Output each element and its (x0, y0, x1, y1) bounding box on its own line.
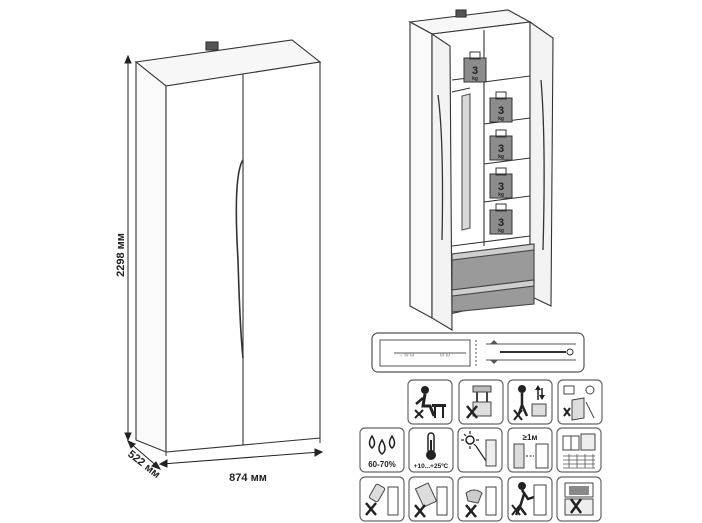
width-dimension-line (158, 448, 324, 468)
depth-dimension-line (127, 440, 162, 470)
width-label: 874 мм (229, 472, 267, 484)
svg-text:⊡ ⊡: ⊡ ⊡ (440, 352, 450, 358)
room-icon (556, 427, 602, 473)
load-badge: 3 kg (489, 129, 513, 161)
two-person-no-climb-icon (458, 379, 504, 425)
load-value: 3 (498, 217, 504, 229)
height-dimension-line (124, 54, 132, 442)
load-badge: 3 kg (489, 167, 513, 199)
wall-mount-icon (557, 379, 603, 425)
load-badge: 3 kg (463, 51, 487, 83)
no-loose-doors-icon (408, 476, 454, 522)
feet (165, 438, 321, 456)
drawer-slide-panel: → ⊡ ⊡ ⊡ ⊡ (371, 332, 585, 373)
person-on-chair-icon (407, 379, 453, 425)
load-unit: kg (498, 154, 504, 160)
humidity-icon: 60-70% (359, 427, 405, 473)
load-value: 3 (498, 181, 504, 193)
temperature-icon: +10...+25ºC (408, 427, 454, 473)
temperature-label: +10...+25ºC (414, 463, 449, 470)
load-unit: kg (498, 116, 504, 122)
load-unit: kg (498, 228, 504, 234)
svg-text:→ ⊡ ⊡: → ⊡ ⊡ (398, 352, 414, 358)
no-wet-cloth-icon (457, 476, 503, 522)
load-unit: kg (498, 192, 504, 198)
load-badge: 3 kg (489, 91, 513, 123)
distance-label: ≥1м (523, 433, 538, 442)
height-label: 2298 мм (115, 233, 127, 277)
load-value: 3 (472, 65, 478, 77)
load-unit: kg (472, 76, 478, 82)
lift-with-care-icon (507, 379, 553, 425)
load-badge: 3 kg (489, 203, 513, 235)
humidity-label: 60-70% (368, 460, 396, 469)
load-value: 3 (498, 105, 504, 117)
closed-wardrobe (134, 39, 322, 453)
load-value: 3 (498, 143, 504, 155)
sunlight-icon (457, 427, 503, 473)
no-tv-on-top-icon (556, 476, 602, 522)
no-solvent-cleaning-icon (359, 476, 405, 522)
distance-from-heat-icon: ≥1м (507, 427, 553, 473)
no-pushing-icon (507, 476, 553, 522)
